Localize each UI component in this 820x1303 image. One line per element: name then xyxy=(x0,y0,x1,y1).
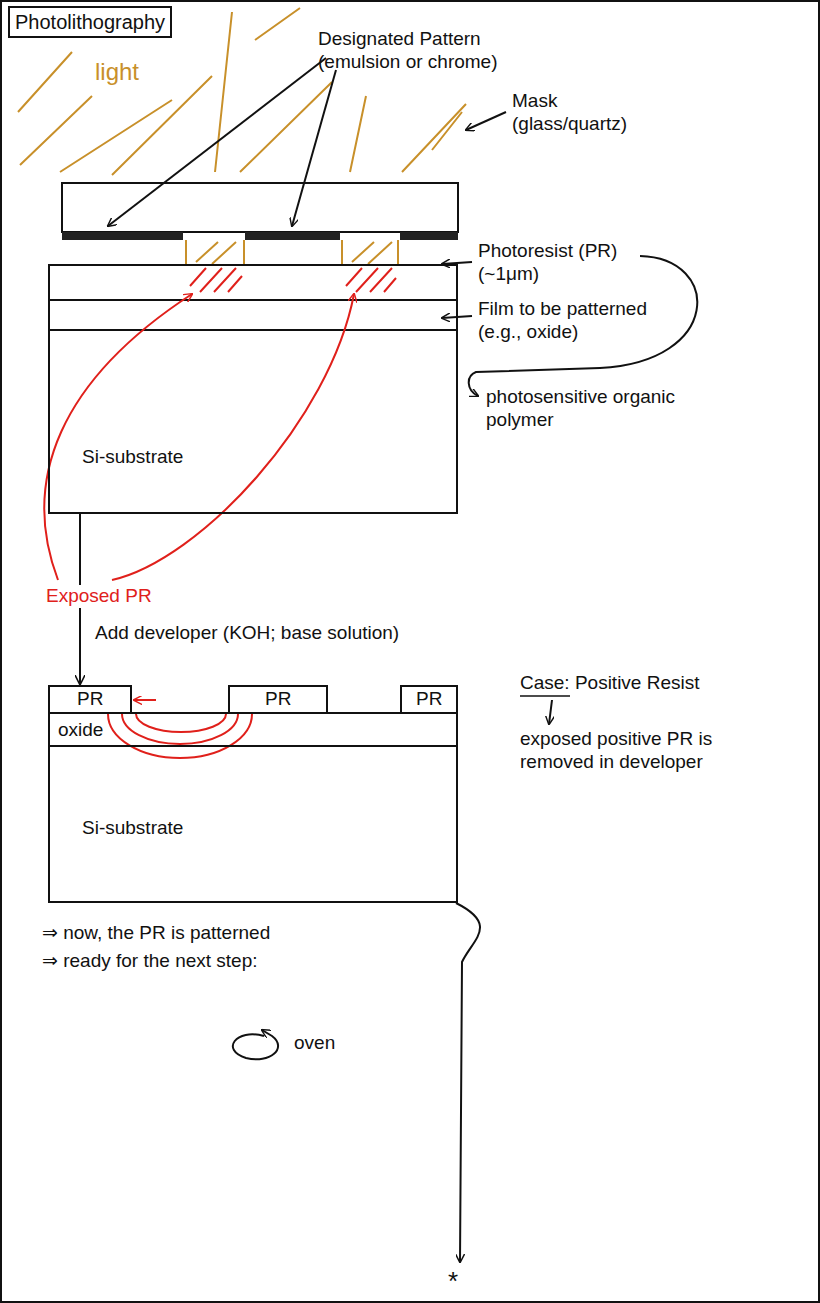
pattern-leader xyxy=(108,58,326,226)
resist-block: PR xyxy=(48,685,132,714)
note-label: photosensitive organic polymer xyxy=(486,386,711,432)
note-label: * xyxy=(448,1266,478,1297)
transmitted-light xyxy=(186,240,398,264)
note-label: Photoresist (PR) (~1μm) xyxy=(478,240,656,286)
exposed-resist-hatch xyxy=(190,268,396,292)
layer-label: PR xyxy=(75,688,105,711)
note-label: ⇒ ready for the next step: xyxy=(42,950,462,973)
note-label: Mask (glass/quartz) xyxy=(512,90,657,136)
note-label: Case: Positive Resist xyxy=(520,672,750,695)
case-underline xyxy=(520,695,570,697)
layer-label: Si-substrate xyxy=(80,817,185,840)
resist-block: PR xyxy=(400,685,458,714)
note-label: Film to be patterned (e.g., oxide) xyxy=(478,298,683,344)
edge-label: Add developer (KOH; base solution) xyxy=(95,622,495,645)
continue-arrow xyxy=(456,903,480,1262)
develop-region xyxy=(108,700,252,758)
oxide-layer: oxide xyxy=(48,712,458,747)
mask-leader xyxy=(466,112,506,130)
note-label: Designated Pattern (emulsion or chrome) xyxy=(318,28,528,74)
oven-symbol xyxy=(233,1030,278,1059)
mask-plate xyxy=(62,183,458,232)
note-label: ⇒ now, the PR is patterned xyxy=(42,922,462,945)
layer-label: oxide xyxy=(56,719,105,742)
substrate-layer: Si-substrate xyxy=(48,745,458,903)
case-arrow xyxy=(549,700,552,724)
note-label: exposed positive PR is removed in develo… xyxy=(520,728,720,774)
note-label: Exposed PR xyxy=(44,585,154,608)
note-label: light xyxy=(95,58,195,87)
develop-arrow xyxy=(134,699,156,701)
note-label: oven xyxy=(294,1032,384,1055)
exposed-pointer xyxy=(112,294,354,580)
diagram-title: Photolithography xyxy=(8,6,172,38)
layer-label: PR xyxy=(263,688,293,711)
substrate-layer: Si-substrate xyxy=(48,264,458,514)
exposed-pointer xyxy=(44,294,192,580)
resist-block: PR xyxy=(228,685,328,714)
layer-label: Si-substrate xyxy=(80,446,185,469)
layer-label: PR xyxy=(414,688,444,711)
layer-boundary xyxy=(48,300,458,330)
chrome-pattern xyxy=(62,232,458,240)
pattern-leader xyxy=(292,70,336,226)
